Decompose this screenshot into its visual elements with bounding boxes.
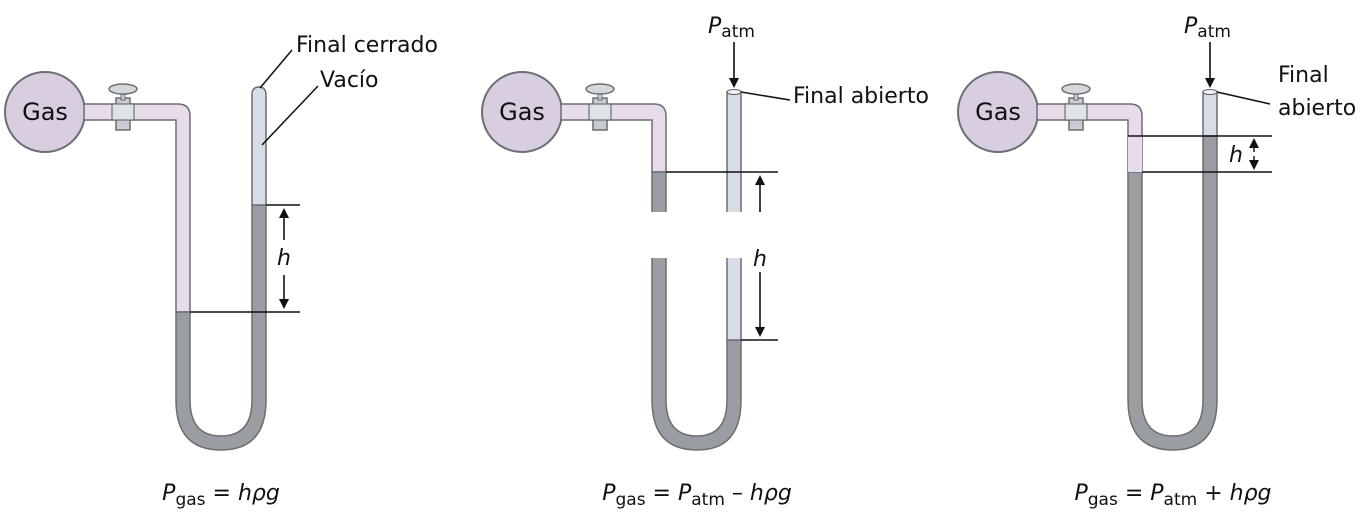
closed-end-label: Final cerrado — [296, 33, 438, 58]
gas-label: Gas — [975, 98, 1021, 126]
gas-tube — [560, 103, 667, 173]
closed-end-leader — [259, 49, 293, 89]
formula-open-lower: Pgas = Patm – hρg — [602, 481, 792, 510]
valve — [1061, 83, 1091, 131]
open-end — [726, 88, 742, 96]
liquid-column — [175, 204, 267, 451]
open-end-leader — [1216, 91, 1271, 105]
label-mask — [645, 212, 795, 258]
vacuum-label: Vacío — [320, 68, 379, 93]
gas-column-upper — [1128, 136, 1142, 172]
valve — [108, 83, 138, 131]
vacuum-column — [251, 86, 267, 206]
gas-tube — [1036, 103, 1143, 173]
patm-label: Patm — [1184, 14, 1231, 42]
open-end — [1202, 88, 1218, 96]
open-end-leader — [740, 91, 791, 101]
h-label: h — [277, 246, 291, 271]
formula-open-higher: Pgas = Patm + hρg — [1074, 481, 1271, 510]
open-end-label: Final abierto — [793, 84, 929, 109]
h-label: h — [1229, 143, 1243, 168]
vacuum-leader — [261, 85, 319, 146]
gas-tube — [83, 103, 191, 313]
patm-label: Patm — [708, 14, 755, 42]
manometer-open-higher: Gas h Patm Final abierto Pgas = Patm + h… — [957, 14, 1356, 510]
valve — [585, 83, 615, 131]
h-label: h — [753, 247, 767, 272]
liquid-column — [651, 171, 742, 451]
gas-label: Gas — [22, 98, 68, 126]
formula-closed: Pgas = hρg — [162, 481, 280, 510]
manometer-open-lower: Gas h Patm Final abierto Pgas = Patm – h… — [481, 14, 929, 510]
air-column — [1202, 91, 1218, 137]
open-end-label-line2: abierto — [1278, 96, 1356, 121]
liquid-column — [1127, 135, 1218, 451]
open-end-label-line1: Final — [1278, 63, 1329, 88]
gas-label: Gas — [499, 98, 545, 126]
manometer-closed: Gas h Final cerrado Vacío Pgas = hρg — [4, 33, 438, 510]
